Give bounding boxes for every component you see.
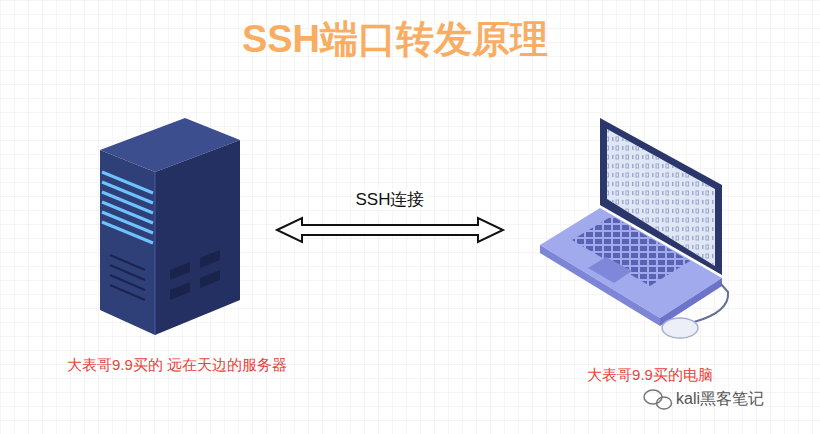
double-arrow: [277, 218, 503, 242]
wechat-icon: [644, 390, 672, 409]
server-node: 大表哥9.9买的 远在天边的服务器: [85, 110, 255, 342]
edge-label: SSH连接: [353, 190, 428, 210]
node-caption: 大表哥9.9买的 远在天边的服务器: [67, 356, 287, 374]
laptop-illustration: [540, 118, 728, 338]
title: SSH端口转发原理: [242, 17, 548, 63]
watermark: kali黑客笔记: [676, 389, 764, 408]
node-caption: 大表哥9.9买的电脑: [587, 366, 713, 384]
server-illustration: [100, 118, 240, 335]
laptop-node: 大表哥9.9买的电脑: [525, 110, 740, 350]
